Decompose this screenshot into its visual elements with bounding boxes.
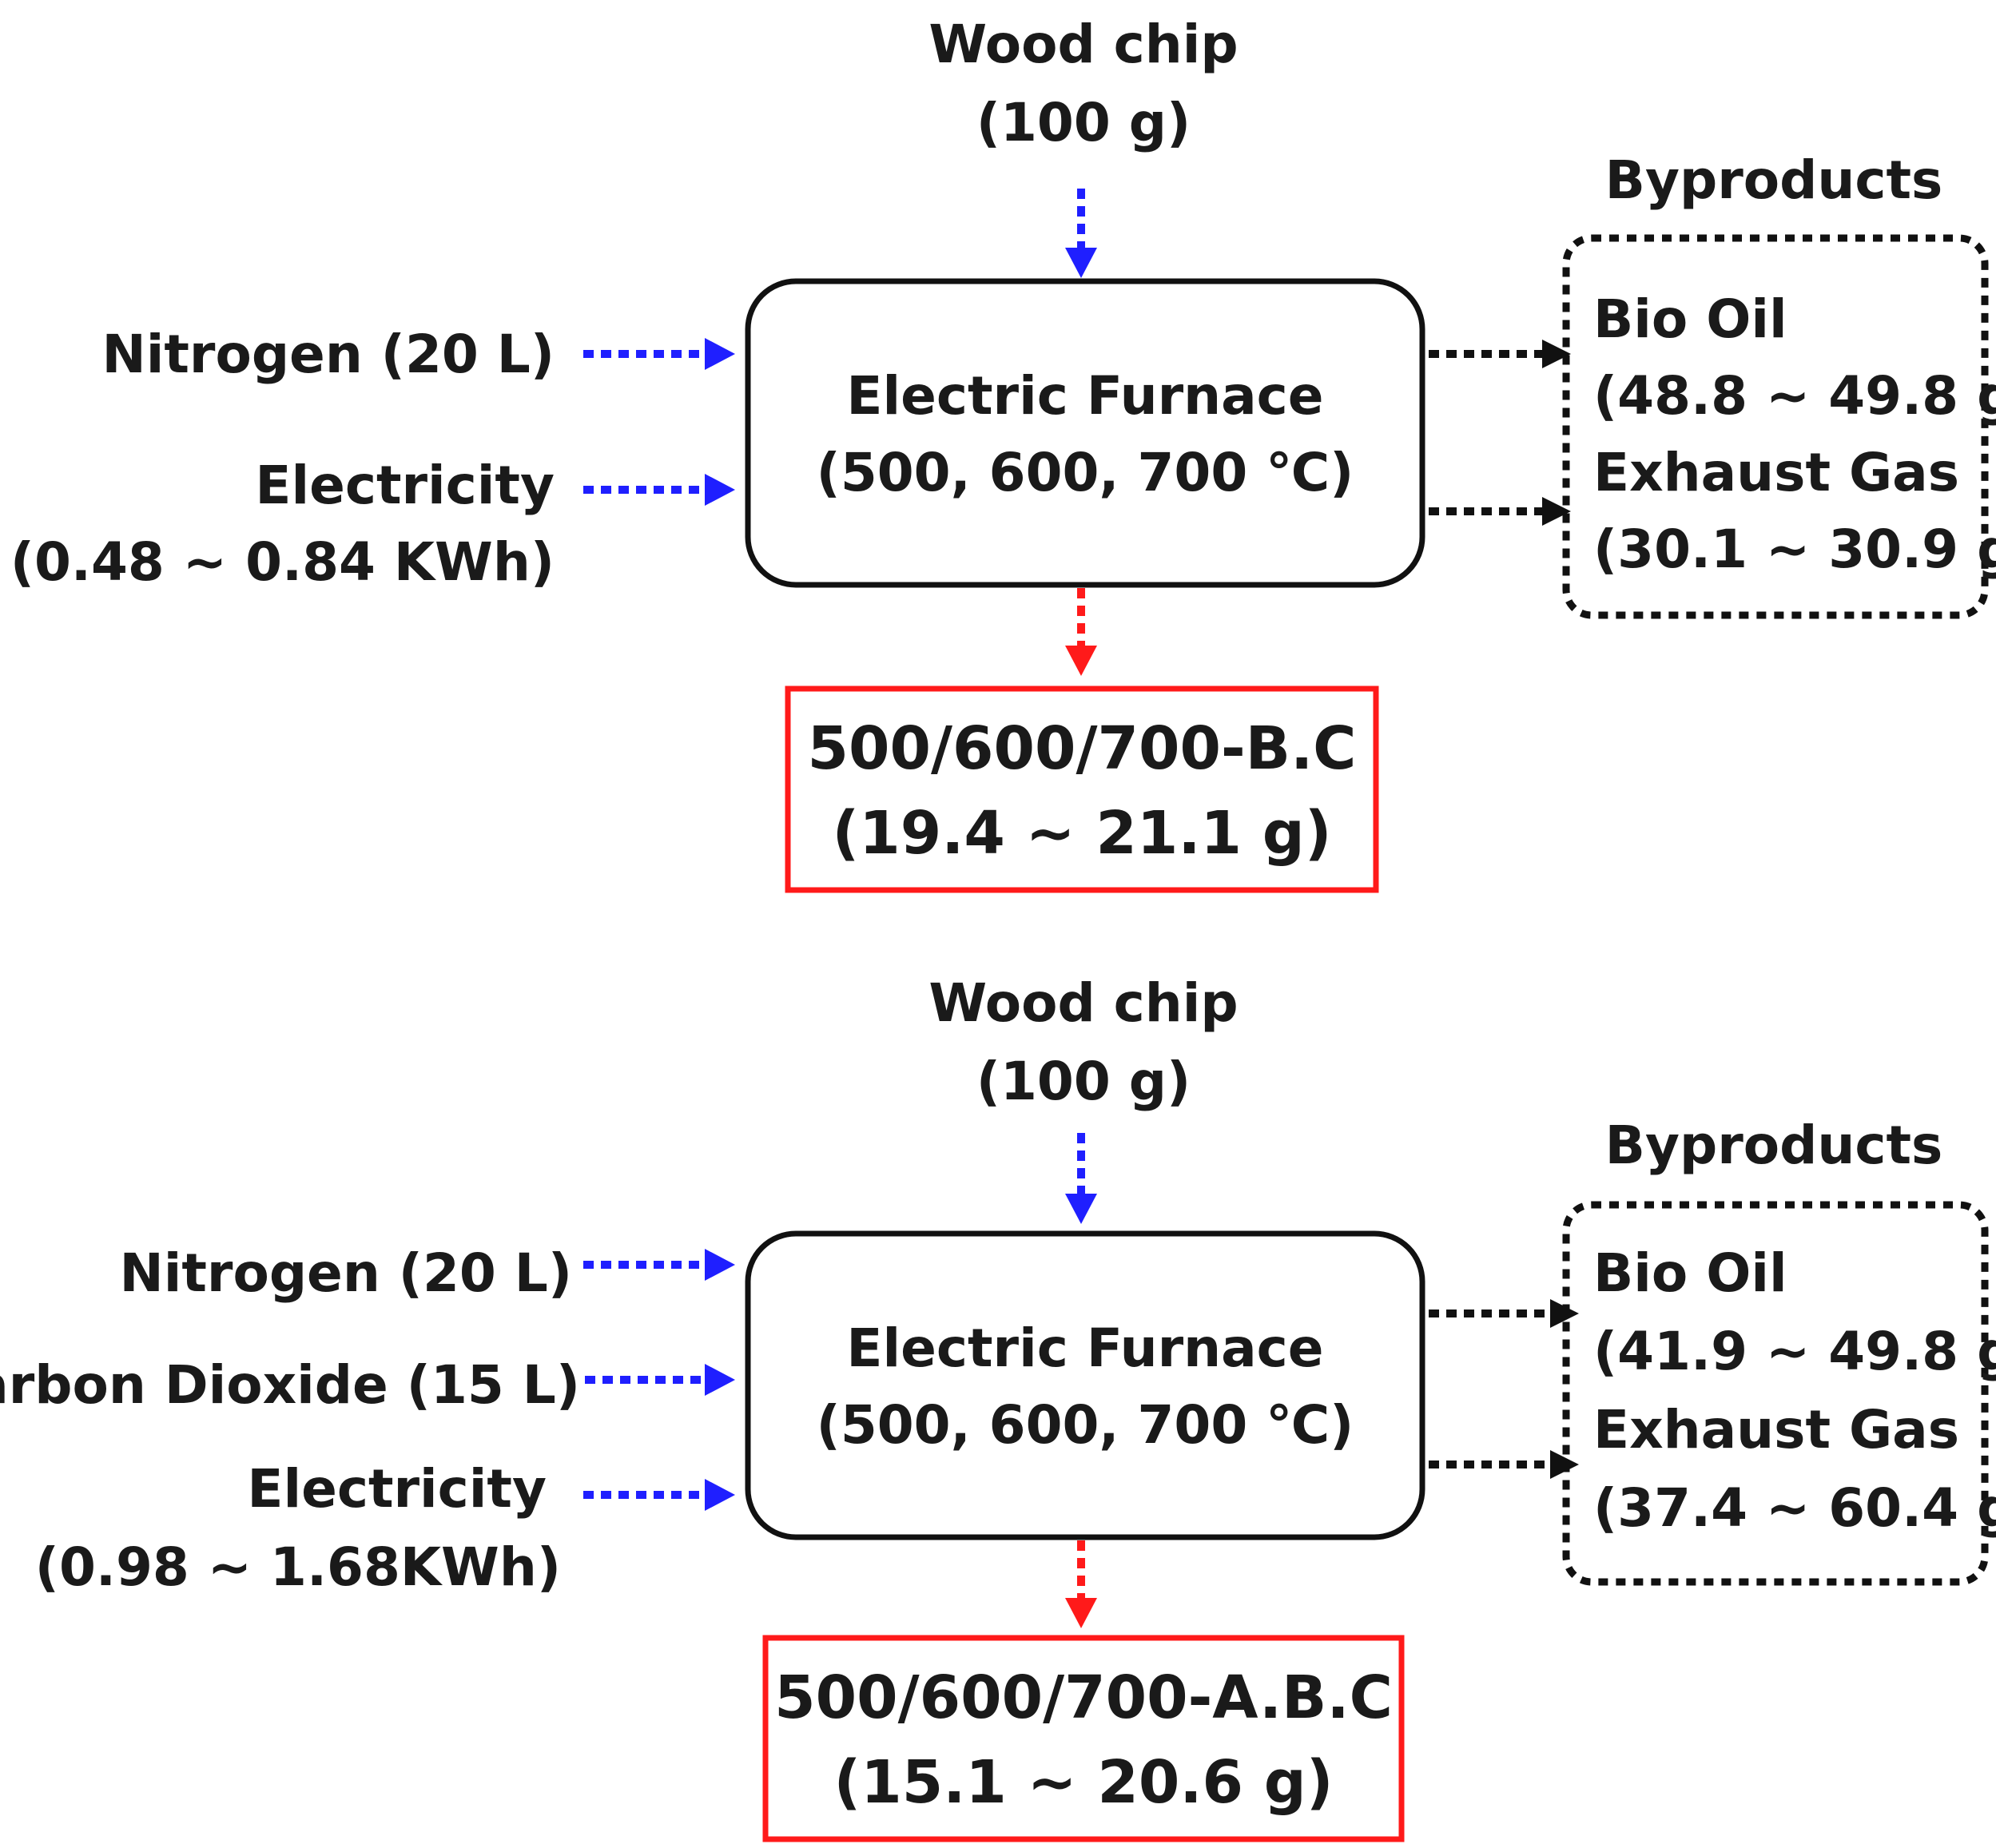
byproducts-title: Byproducts xyxy=(1605,1115,1943,1176)
input-label-carbon-dioxide: Carbon Dioxide (15 L) xyxy=(0,1354,580,1416)
product-box xyxy=(762,1635,1405,1842)
product-arrow xyxy=(1065,1540,1097,1628)
byproduct-arrow-bio-oil xyxy=(1429,1299,1579,1328)
input-label-nitrogen: Nitrogen (20 L) xyxy=(120,1242,572,1304)
byproduct-label-bio-oil: Bio Oil xyxy=(1593,288,1787,350)
product-arrow xyxy=(1065,588,1097,676)
furnace-temperatures: (500, 600, 700 ℃) xyxy=(817,442,1354,503)
feed-label: Wood chip xyxy=(928,14,1238,75)
byproduct-amount-exhaust-gas: (37.4 ~ 60.4 g) xyxy=(1593,1477,1996,1539)
byproduct-arrow-exhaust-gas xyxy=(1429,1450,1579,1479)
product-box xyxy=(785,686,1379,893)
byproducts-box xyxy=(1562,1201,1989,1586)
input-label-electricity: Electricity xyxy=(247,1458,547,1520)
furnace-temperatures: (500, 600, 700 ℃) xyxy=(817,1394,1354,1456)
product-label: 500/600/700-B.C xyxy=(808,714,1357,783)
input-amount-electricity: (0.48 ~ 0.84 KWh) xyxy=(10,531,555,593)
input-arrow-electricity xyxy=(583,474,735,506)
byproducts-title: Byproducts xyxy=(1605,149,1943,211)
product-label: 500/600/700-A.B.C xyxy=(774,1663,1393,1732)
byproduct-label-exhaust-gas: Exhaust Gas xyxy=(1593,442,1959,503)
byproduct-amount-bio-oil: (48.8 ~ 49.8 g) xyxy=(1593,365,1996,427)
product-amount: (19.4 ~ 21.1 g) xyxy=(832,799,1331,868)
input-arrow-electricity xyxy=(583,1479,735,1511)
furnace-label: Electric Furnace xyxy=(846,365,1323,427)
feed-arrow xyxy=(1065,189,1097,278)
feed-amount: (100 g) xyxy=(976,1051,1191,1112)
byproduct-amount-bio-oil: (41.9 ~ 49.8 g) xyxy=(1593,1321,1996,1382)
panel-2: Wood chip (100 g) Nitrogen (20 L) Carbon… xyxy=(0,972,1996,1842)
input-amount-electricity: (0.98 ~ 1.68KWh) xyxy=(35,1536,561,1598)
byproduct-arrow-exhaust-gas xyxy=(1429,497,1571,526)
product-amount: (15.1 ~ 20.6 g) xyxy=(833,1748,1333,1817)
input-arrow-nitrogen xyxy=(583,1249,735,1281)
input-label-nitrogen: Nitrogen (20 L) xyxy=(102,324,555,385)
feed-label: Wood chip xyxy=(928,972,1238,1034)
panel-1: Wood chip (100 g) Nitrogen (20 L) Electr… xyxy=(10,14,1996,893)
input-label-electricity: Electricity xyxy=(255,455,555,516)
byproduct-label-exhaust-gas: Exhaust Gas xyxy=(1593,1399,1959,1461)
byproduct-arrow-bio-oil xyxy=(1429,340,1571,368)
feed-amount: (100 g) xyxy=(976,92,1191,153)
input-arrow-carbon-dioxide xyxy=(585,1364,735,1396)
feed-arrow xyxy=(1065,1133,1097,1224)
byproduct-amount-exhaust-gas: (30.1 ~ 30.9 g) xyxy=(1593,519,1996,580)
input-arrow-nitrogen xyxy=(583,338,735,370)
byproduct-label-bio-oil: Bio Oil xyxy=(1593,1242,1787,1304)
furnace-label: Electric Furnace xyxy=(846,1317,1323,1379)
byproducts-box xyxy=(1562,234,1989,619)
furnace-box xyxy=(745,1230,1425,1540)
furnace-box xyxy=(745,278,1425,588)
